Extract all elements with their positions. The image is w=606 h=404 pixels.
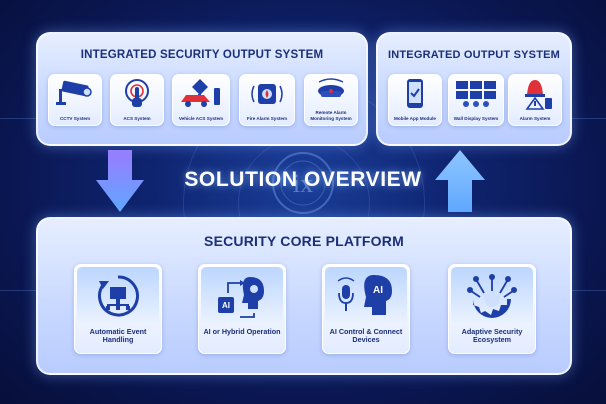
solution-overview-title: SOLUTION OVERVIEW — [184, 168, 422, 191]
card-wall-display-system[interactable]: Wall Display System — [448, 74, 504, 126]
card-cctv-system[interactable]: CCTV System — [48, 74, 102, 126]
card-label: Fire Alarm System — [246, 115, 288, 121]
svg-text:AI: AI — [373, 285, 383, 296]
wall-display-icon — [456, 81, 496, 107]
card-label: Wall Display System — [453, 115, 499, 121]
card-label: Remote Alarm Monitoring System — [310, 110, 352, 121]
card-mobile-app-module[interactable]: Mobile App Module — [388, 74, 442, 126]
logo-watermark-icon: ix — [272, 152, 334, 214]
card-adaptive-security-ecosystem[interactable]: Adaptive Security Ecosystem — [448, 264, 536, 354]
card-label: Mobile App Module — [394, 115, 436, 121]
card-label: CCTV System — [59, 115, 91, 121]
card-fire-alarm-system[interactable]: Fire Alarm System — [239, 74, 295, 126]
touch-access-icon — [125, 79, 149, 107]
ecosystem-gear-icon — [467, 274, 517, 318]
mobile-app-icon — [407, 79, 423, 108]
panel-title: SECURITY CORE PLATFORM — [204, 233, 404, 249]
svg-text:ix: ix — [293, 169, 313, 198]
card-label: Adaptive Security Ecosystem — [461, 327, 523, 345]
alarm-icon — [525, 80, 552, 110]
background-line — [0, 290, 40, 291]
smoke-detector-icon — [318, 78, 344, 97]
cctv-camera-icon — [56, 80, 92, 105]
card-label: AI or Hybrid Operation — [203, 327, 281, 336]
background-line — [570, 290, 606, 291]
card-illustration — [201, 267, 283, 323]
card-label: Automatic Event Handling — [89, 327, 147, 345]
panel-title: INTEGRATED SECURITY OUTPUT SYSTEM — [80, 49, 324, 61]
fire-alarm-icon — [251, 84, 283, 104]
card-alarm-system[interactable]: Alarm System — [508, 74, 562, 126]
card-automatic-event-handling[interactable]: Automatic Event Handling — [74, 264, 162, 354]
card-acs-system[interactable]: ACS System — [110, 74, 164, 126]
integrated-output-panel: INTEGRATED OUTPUT SYSTEM Mobile App Modu… — [376, 32, 572, 146]
card-remote-alarm-monitoring-system[interactable]: Remote Alarm Monitoring System — [304, 74, 358, 126]
card-label: Alarm System — [519, 115, 551, 121]
security-core-platform-panel: SECURITY CORE PLATFORM Automatic Event H… — [36, 217, 572, 375]
card-ai-or-hybrid-operation[interactable]: AI AI or Hybrid Operation — [198, 264, 286, 354]
background-line — [0, 118, 40, 119]
svg-text:AI: AI — [222, 301, 230, 310]
card-label: AI Control & Connect Devices — [329, 327, 403, 345]
background-line — [566, 118, 606, 119]
card-label: ACS System — [123, 115, 151, 121]
card-ai-control-connect-devices[interactable]: AI AI Control & Connect Devices — [322, 264, 410, 354]
integrated-security-output-panel: INTEGRATED SECURITY OUTPUT SYSTEM CCTV S… — [36, 32, 368, 146]
ai-control-icon: AI — [337, 275, 392, 315]
vehicle-icon — [181, 79, 220, 107]
ai-hybrid-icon: AI — [218, 277, 264, 318]
event-handling-icon — [98, 275, 139, 317]
card-vehicle-acs-system[interactable]: Vehicle ACS System — [172, 74, 230, 126]
card-label: Vehicle ACS System — [178, 115, 224, 121]
down-arrow-icon — [96, 150, 144, 212]
panel-title: INTEGRATED OUTPUT SYSTEM — [387, 49, 561, 61]
up-arrow-icon — [435, 150, 485, 212]
